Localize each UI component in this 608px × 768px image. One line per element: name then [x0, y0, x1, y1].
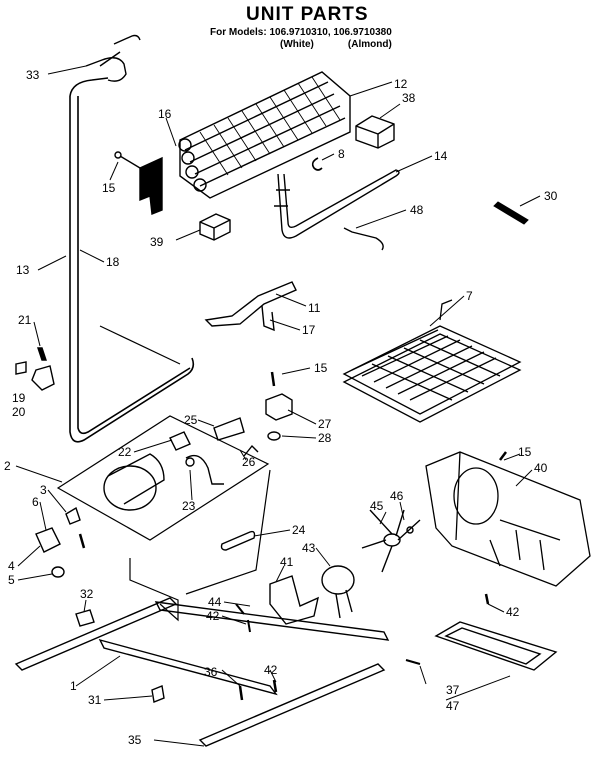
- callout-43: 43: [302, 541, 316, 555]
- callout-32: 32: [80, 587, 94, 601]
- callout-33: 33: [26, 68, 40, 82]
- base-frame: [14, 597, 421, 747]
- callout-42-mid: 42: [206, 609, 220, 623]
- callout-26: 26: [242, 455, 256, 469]
- compressor-box: [56, 415, 271, 622]
- variant-almond: (Almond): [347, 39, 392, 50]
- thermistor-33: [85, 34, 141, 82]
- compressor: [103, 417, 259, 511]
- callout-12: 12: [394, 77, 408, 91]
- callout-22: 22: [118, 445, 132, 459]
- callout-1: 1: [70, 679, 77, 693]
- relay-27: [265, 371, 293, 441]
- callout-15-top: 15: [102, 181, 116, 195]
- callout-11: 11: [308, 301, 321, 315]
- callout-7: 7: [466, 289, 473, 303]
- clip-8: [311, 157, 323, 171]
- drain-tube: [274, 169, 400, 239]
- callout-24: 24: [292, 523, 306, 537]
- callout-39: 39: [150, 235, 164, 249]
- condenser-tube: [69, 77, 195, 443]
- callout-6: 6: [32, 495, 39, 509]
- callout-2: 2: [4, 459, 11, 473]
- relay-38: [355, 115, 395, 149]
- callout-19: 19: [12, 391, 26, 405]
- callout-17: 17: [302, 323, 316, 337]
- callout-47: 47: [446, 699, 460, 713]
- callout-14: 14: [434, 149, 448, 163]
- callout-21: 21: [18, 313, 32, 327]
- callout-labels: 33 12 38 16 8 14 15 30 48 39 13 18 11 7 …: [4, 68, 558, 747]
- overload-parts: [35, 506, 86, 578]
- callout-16: 16: [158, 107, 172, 121]
- diagram-header: UNIT PARTS For Models: 106.9710310, 106.…: [0, 0, 608, 56]
- callout-36: 36: [204, 665, 218, 679]
- callout-15-mid: 15: [314, 361, 328, 375]
- callout-15-right: 15: [518, 445, 532, 459]
- callout-37: 37: [446, 683, 460, 697]
- callout-30: 30: [544, 189, 558, 203]
- coil-bracket: [114, 151, 163, 215]
- evaporator-coil: [342, 299, 522, 423]
- connector-39: [199, 213, 231, 241]
- callout-41: 41: [280, 555, 294, 569]
- callout-48: 48: [410, 203, 424, 217]
- callout-31: 31: [88, 693, 102, 707]
- callout-23: 23: [182, 499, 196, 513]
- fan-shroud: [425, 451, 591, 605]
- callout-42-bottom: 42: [264, 663, 278, 677]
- callout-45: 45: [370, 499, 384, 513]
- parts-19-21: [15, 347, 55, 391]
- callout-28: 28: [318, 431, 332, 445]
- model-numbers: For Models: 106.9710310, 106.9710380: [210, 27, 392, 38]
- callout-13: 13: [16, 263, 30, 277]
- callout-18: 18: [106, 255, 120, 269]
- callout-8: 8: [338, 147, 345, 161]
- variant-white: (White): [280, 39, 314, 50]
- model-variants: (White) (Almond): [280, 39, 426, 50]
- condenser-coil: [178, 71, 351, 199]
- callout-46: 46: [390, 489, 404, 503]
- callout-25: 25: [184, 413, 198, 427]
- callout-42-right: 42: [506, 605, 520, 619]
- wire-48: [343, 227, 384, 251]
- drain-pan: [434, 621, 558, 671]
- callout-3: 3: [40, 483, 47, 497]
- strip-30: [493, 201, 529, 225]
- callout-40: 40: [534, 461, 548, 475]
- drier-24: [220, 530, 256, 551]
- callout-20: 20: [12, 405, 26, 419]
- page-title: UNIT PARTS: [246, 4, 369, 25]
- callout-44: 44: [208, 595, 222, 609]
- callout-4: 4: [8, 559, 15, 573]
- callout-5: 5: [8, 573, 15, 587]
- callout-38: 38: [402, 91, 416, 105]
- leader-lines: [15, 65, 541, 747]
- callout-27: 27: [318, 417, 332, 431]
- defrost-part-11: [204, 281, 297, 332]
- callout-35: 35: [128, 733, 142, 747]
